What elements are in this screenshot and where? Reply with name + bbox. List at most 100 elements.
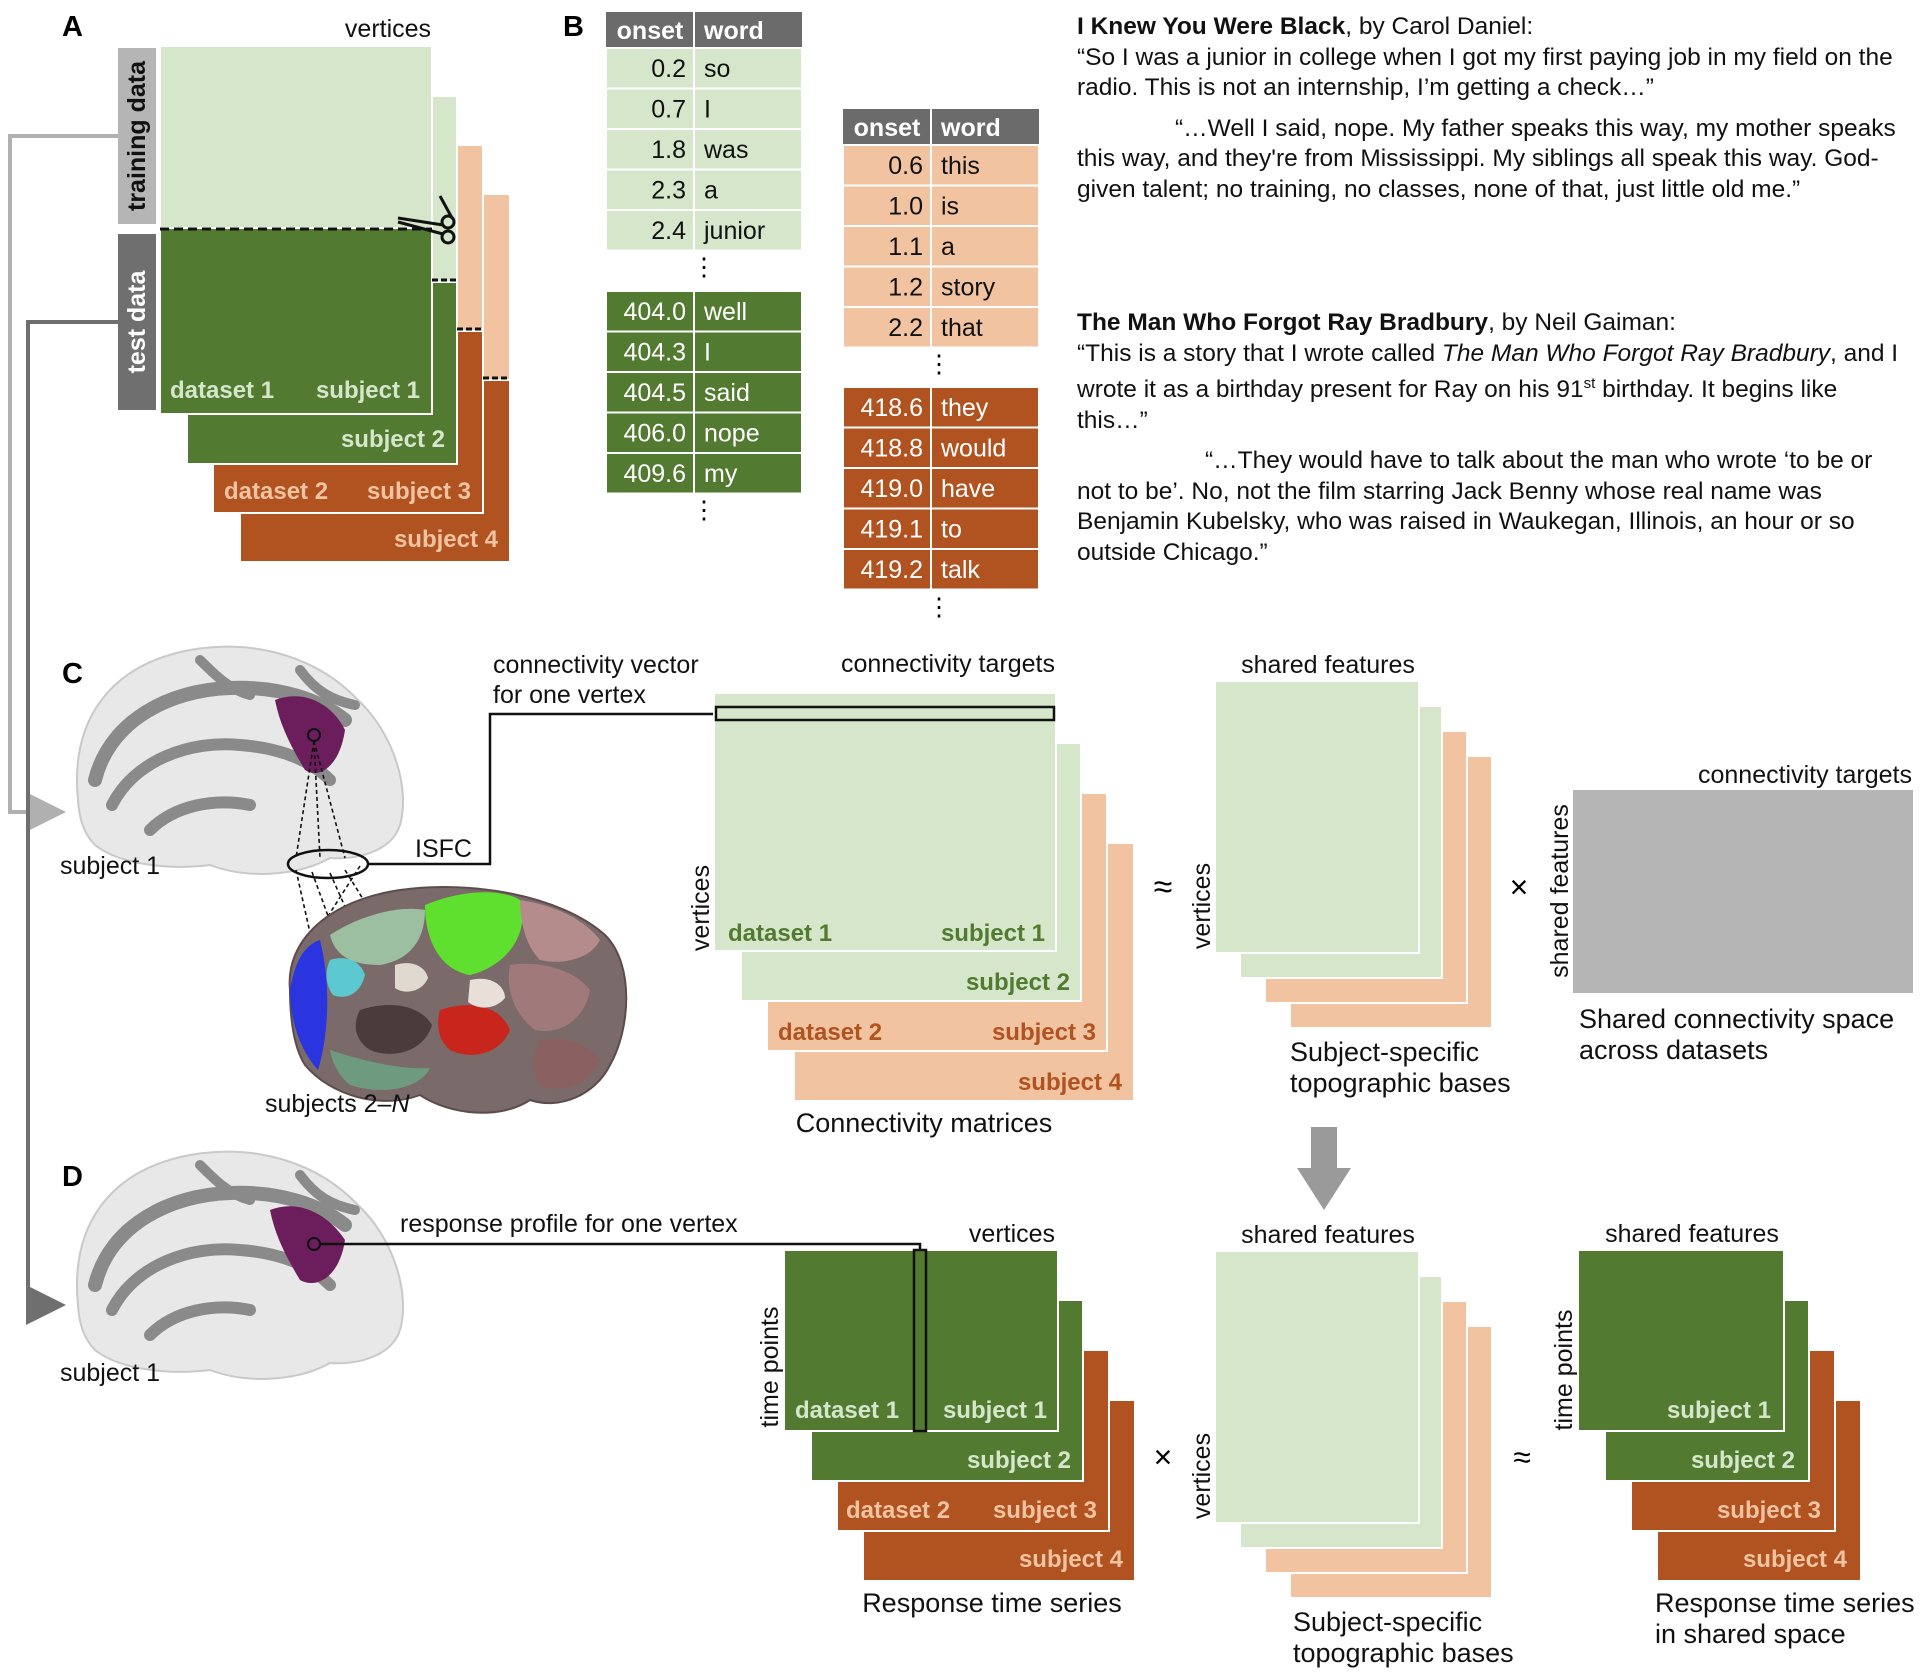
c-conn-targets-label: connectivity targets (841, 650, 1055, 678)
c-shared-features-rot: shared features (1546, 804, 1574, 978)
d-shared-time-points-label: time points (1550, 1310, 1578, 1431)
panel-a: training data test data vertices dataset… (118, 15, 511, 563)
t2-bottom-onset-2: 419.0 (860, 475, 923, 503)
d-subject1-label: subject 1 (60, 1359, 160, 1387)
d-subject2-label: subject 2 (967, 1447, 1071, 1474)
c-bases-vertices-label: vertices (1188, 863, 1216, 949)
t2-bottom-word-1: would (940, 435, 1006, 463)
story-2-title: The Man Who Forgot Ray Bradbury (1077, 309, 1489, 336)
t1-bottom-word-4: my (704, 460, 738, 488)
c-shared-caption-2: across datasets (1579, 1035, 1768, 1065)
story-1-heading: I Knew You Were Black, by Carol Daniel: (1077, 12, 1907, 43)
t1-top-word-2: was (703, 136, 748, 164)
t1-bottom-word-0: well (703, 298, 747, 326)
t2-bottom-onset-3: 419.1 (860, 516, 923, 544)
t1-top-word-1: I (704, 96, 711, 124)
t1-top-row-1 (605, 87, 803, 130)
isfc-label: ISFC (415, 835, 472, 863)
t2-bottom-row-3 (842, 507, 1040, 550)
d-layer-subject1 (783, 1249, 1059, 1432)
panel-c: subject 1 subjects 2–N ISFC connecti (60, 645, 1913, 1210)
story-1-title: I Knew You Were Black (1077, 13, 1346, 40)
ds-subject4-label: subject 4 (1743, 1546, 1848, 1573)
d-approx-symbol: ≈ (1513, 1439, 1531, 1475)
t2-top-onset-1: 1.0 (888, 193, 923, 221)
t1-ellipsis-1: ⋮ (692, 253, 717, 281)
t1-bottom-word-2: said (704, 379, 750, 407)
t2-bottom-onset-1: 418.8 (860, 435, 923, 463)
story-1-byline: , by Carol Daniel: (1345, 13, 1534, 40)
panel-label-b: B (563, 11, 584, 43)
t2-top-word-2: a (941, 233, 955, 261)
c-conn-matrices-caption: Connectivity matrices (796, 1108, 1053, 1138)
c-dataset1-label: dataset 1 (728, 920, 832, 947)
t2-top-word-1: is (941, 193, 959, 221)
d-bases-caption-1: Subject-specific (1293, 1607, 1482, 1637)
c-subject2-label: subject 2 (966, 969, 1070, 996)
t1-bottom-onset-2: 404.5 (623, 379, 686, 407)
c-subject1-label: subject 1 (60, 852, 160, 880)
t1-bottom-row-3 (605, 411, 803, 454)
t1-top-onset-3: 2.3 (651, 177, 686, 205)
t2-bottom-row-2 (842, 467, 1040, 510)
t2-bottom-word-3: to (941, 516, 962, 544)
t2-top-word-0: this (941, 152, 980, 180)
t1-top-row-4 (605, 209, 803, 252)
ds-layer-subject1 (1577, 1249, 1785, 1432)
t2-top-word-4: that (941, 314, 983, 342)
panel-d: subject 1 response profile for one verte… (60, 1150, 1915, 1668)
t2-ellipsis-1: ⋮ (927, 350, 952, 378)
d-dataset1-label: dataset 1 (795, 1397, 899, 1424)
t1-bottom-onset-0: 404.0 (623, 298, 686, 326)
t1-top-row-0 (605, 47, 803, 90)
a-dataset2-label: dataset 2 (224, 478, 328, 505)
c-subject1-label: subject 1 (941, 920, 1045, 947)
story-1-transcript: I Knew You Were Black, by Carol Daniel: … (1077, 12, 1907, 205)
test-label: test data (123, 270, 151, 374)
t2-header-onset: onset (854, 114, 921, 142)
c-dataset2-label: dataset 2 (778, 1019, 882, 1046)
t2-top-onset-4: 2.2 (888, 314, 923, 342)
t1-bottom-row-2 (605, 371, 803, 414)
story-2-transcript: The Man Who Forgot Ray Bradbury, by Neil… (1077, 308, 1907, 568)
conn-vector-row (714, 705, 1056, 722)
c-base-1 (1214, 680, 1420, 954)
d-subject3-label: subject 3 (993, 1497, 1097, 1524)
d-bases-vertices-label: vertices (1188, 1433, 1216, 1519)
t1-bottom-onset-1: 404.3 (623, 339, 686, 367)
d-vertices-label: vertices (969, 1220, 1055, 1248)
d-bases-caption-2: topographic bases (1293, 1638, 1514, 1668)
t1-top-word-4: junior (703, 217, 765, 245)
t1-bottom-onset-3: 406.0 (623, 420, 686, 448)
d-shared-caption-1: Response time series (1655, 1588, 1915, 1618)
d-subject1-label: subject 1 (943, 1397, 1047, 1424)
ds-subject1-label: subject 1 (1667, 1397, 1771, 1424)
d-shared-features-label-2: shared features (1605, 1220, 1779, 1248)
a-dataset1-label: dataset 1 (170, 377, 274, 404)
profile-column (912, 1248, 928, 1433)
a-layer-subject1-train (159, 45, 433, 229)
training-arrow (8, 134, 138, 832)
t1-ellipsis-2: ⋮ (692, 496, 717, 524)
d-times-symbol: × (1154, 1439, 1173, 1475)
c-times-symbol: × (1510, 869, 1529, 905)
d-time-points-label: time points (756, 1307, 784, 1428)
d-base-1 (1214, 1250, 1420, 1524)
t1-bottom-row-4 (605, 452, 803, 495)
t2-header (843, 109, 1039, 145)
roi-patch-c (275, 696, 345, 774)
c-subjects-label: subjects 2–N (265, 1090, 410, 1118)
c-shared-features-label: shared features (1241, 651, 1415, 679)
d-dataset2-label: dataset 2 (846, 1497, 950, 1524)
t2-bottom-word-0: they (941, 394, 989, 422)
c-layer-subject1 (713, 692, 1057, 952)
down-arrow-icon (1297, 1127, 1351, 1210)
conn-vector-line (368, 712, 716, 866)
d-shared-features-label: shared features (1241, 1221, 1415, 1249)
